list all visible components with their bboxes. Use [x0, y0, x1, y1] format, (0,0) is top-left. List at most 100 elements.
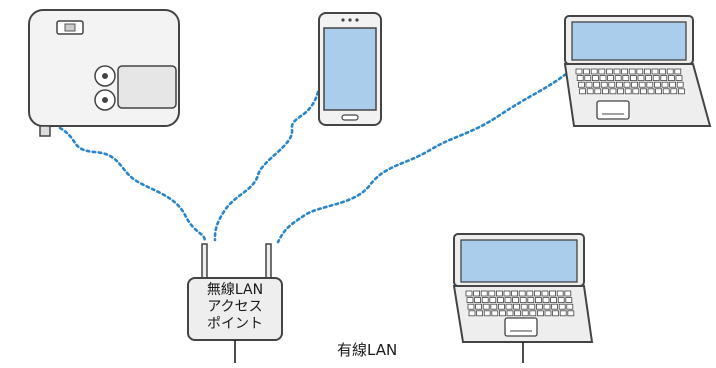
wireless-links — [58, 72, 568, 244]
keyboard-key — [476, 310, 484, 317]
projector-device — [28, 9, 180, 137]
keyboard-key — [480, 290, 488, 297]
keyboard-key — [660, 75, 668, 81]
keyboard-key — [512, 297, 519, 304]
wireless-link-laptop — [276, 72, 568, 244]
keyboard-key — [586, 88, 594, 95]
keyboard-key — [607, 75, 614, 81]
keyboard-key — [473, 290, 481, 297]
keyboard-key — [506, 310, 514, 317]
keyboard-key — [551, 303, 558, 310]
keyboard-key — [467, 303, 475, 310]
laptop-wired-screen — [460, 239, 578, 283]
keyboard-key — [542, 297, 550, 304]
keyboard-key — [654, 81, 661, 88]
keyboard-key — [543, 303, 551, 310]
keyboard-key — [608, 81, 616, 88]
keyboard-key — [583, 68, 590, 75]
access-point-antenna-left — [201, 243, 208, 281]
keyboard-key — [474, 297, 482, 304]
keyboard-key — [513, 303, 520, 310]
keyboard-key — [606, 68, 613, 75]
keyboard-key — [481, 297, 489, 304]
keyboard-key — [592, 75, 599, 81]
keyboard-key — [600, 81, 608, 88]
keyboard-key — [655, 88, 662, 95]
laptop-wireless-touchpad — [596, 100, 630, 120]
keyboard-key — [640, 88, 647, 95]
keyboard-key — [519, 297, 527, 304]
keyboard-key — [623, 81, 631, 88]
access-point-label-line-3: ポイント — [207, 316, 263, 332]
keyboard-key — [557, 297, 565, 304]
wireless-link-smartphone — [213, 90, 320, 242]
keyboard-key — [498, 310, 506, 317]
laptop-wired-touchpad — [504, 317, 538, 337]
keyboard-key — [468, 310, 476, 317]
laptop-wired-keyboard — [465, 290, 575, 317]
keyboard-key — [622, 75, 630, 81]
wired-lan-label: 有線LAN — [337, 341, 398, 359]
smartphone-device — [318, 12, 382, 126]
keyboard-key — [645, 75, 652, 81]
keyboard-key — [475, 303, 483, 310]
keyboard-key — [674, 68, 682, 75]
access-point-device — [187, 243, 283, 341]
keyboard-key — [669, 81, 676, 88]
keyboard-key — [579, 88, 586, 95]
access-point-label-line-2: アクセス — [207, 299, 263, 315]
keyboard-key — [590, 68, 598, 75]
keyboard-key — [558, 303, 566, 310]
keyboard-key — [466, 297, 474, 304]
keyboard-key — [631, 81, 638, 88]
keyboard-key — [559, 310, 567, 317]
wireless-link-projector — [58, 126, 207, 244]
keyboard-key — [534, 290, 541, 297]
keyboard-key — [636, 68, 644, 75]
keyboard-key — [647, 88, 655, 95]
keyboard-key — [511, 290, 519, 297]
keyboard-key — [578, 81, 585, 88]
keyboard-key — [628, 68, 636, 75]
keyboard-key — [598, 68, 606, 75]
keyboard-key — [566, 303, 574, 310]
keyboard-key — [550, 297, 557, 304]
laptop-wired-device — [452, 233, 594, 343]
access-point-antenna-right — [265, 243, 272, 281]
keyboard-key — [489, 297, 497, 304]
keyboard-key — [527, 297, 535, 304]
keyboard-key — [497, 303, 505, 310]
keyboard-key — [567, 310, 575, 317]
keyboard-key — [488, 290, 496, 297]
projector-foot — [39, 125, 51, 137]
keyboard-key — [602, 88, 609, 95]
keyboard-key — [496, 297, 504, 304]
keyboard-key — [624, 88, 632, 95]
keyboard-key — [678, 88, 685, 95]
keyboard-key — [536, 303, 543, 310]
keyboard-key — [662, 88, 670, 95]
laptop-wireless-keyboard — [575, 68, 685, 95]
keyboard-key — [675, 75, 683, 81]
smartphone-home-button — [341, 114, 359, 121]
keyboard-key — [616, 81, 623, 88]
keyboard-key — [585, 81, 593, 88]
keyboard-key — [552, 310, 559, 317]
keyboard-key — [632, 88, 640, 95]
keyboard-key — [544, 310, 552, 317]
keyboard-key — [593, 81, 600, 88]
keyboard-key — [609, 88, 617, 95]
keyboard-key — [535, 297, 542, 304]
keyboard-key — [483, 310, 491, 317]
keyboard-key — [666, 68, 674, 75]
keyboard-key — [565, 297, 573, 304]
keyboard-key — [529, 310, 537, 317]
keyboard-key — [661, 81, 669, 88]
keyboard-key — [490, 303, 498, 310]
keyboard-key — [614, 75, 622, 81]
keyboard-key — [646, 81, 654, 88]
keyboard-key — [613, 68, 621, 75]
keyboard-key — [549, 290, 556, 297]
keyboard-key — [505, 303, 513, 310]
keyboard-key — [541, 290, 549, 297]
